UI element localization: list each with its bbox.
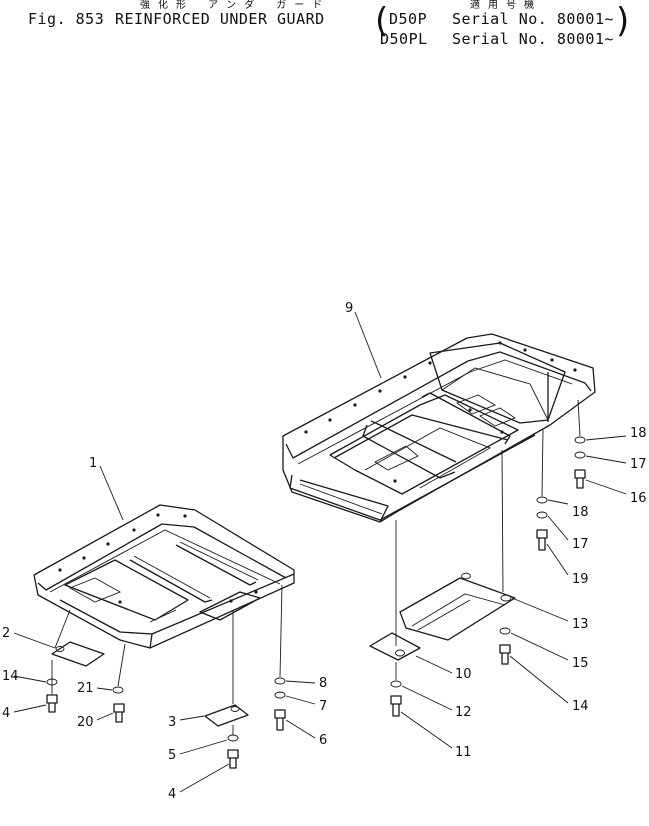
callout-17-top: 17 [630,457,647,472]
japanese-title: 強 化 形 ア ン ダ ガ ー ド [140,0,324,11]
bolt-11 [390,695,402,717]
callout-5-left: 14 [2,669,19,684]
washer-15 [499,627,511,635]
assembly-lines [51,399,581,735]
under-guard-part-9 [282,333,596,523]
figure-number: Fig. 853 [28,10,105,28]
callout-16: 16 [630,491,647,506]
under-guard-part-1 [33,504,295,649]
bolt-6 [274,709,286,731]
bolt-16 [574,469,586,489]
cover-plate-part-10 [369,632,421,661]
washer-17-top [574,451,586,459]
washer-21 [112,686,124,694]
cover-plate-part-13 [399,572,516,641]
callout-20: 20 [77,715,94,730]
callout-leaders [13,311,627,793]
callout-18-top: 18 [630,426,647,441]
fasteners [46,436,586,769]
washer-18-top [574,436,586,444]
serial-range-1: Serial No. 80001~ [452,10,615,28]
washer-5-lower [227,734,239,742]
callout-12: 12 [455,705,472,720]
washer-12 [390,680,402,688]
callout-8: 8 [319,676,327,691]
bolt-14 [499,644,511,665]
washer-8 [274,677,286,685]
callout-5-lower: 5 [168,748,176,763]
cover-plate-part-2 [51,641,105,667]
cover-plate-part-3 [204,704,249,727]
washer-17-mid [536,511,548,519]
serial-paren-open: ( [375,1,389,41]
callout-14: 14 [572,699,589,714]
serial-range-2: Serial No. 80001~ [452,30,615,48]
serial-model-2: D50PL [380,30,428,48]
callout-1: 1 [89,456,97,471]
callout-numbers: 1 2 14 4 21 20 3 5 4 8 7 6 9 10 12 11 13… [2,301,647,802]
callout-13: 13 [572,617,589,632]
callout-6: 6 [319,733,327,748]
serial-model-1: D50P [389,10,428,28]
callout-2: 2 [2,626,10,641]
callout-4-left: 4 [2,706,10,721]
callout-11: 11 [455,745,472,760]
callout-10: 10 [455,667,472,682]
callout-19: 19 [572,572,589,587]
washer-7 [274,691,286,699]
callout-17-mid: 17 [572,537,589,552]
callout-15: 15 [572,656,589,671]
callout-18-mid: 18 [572,505,589,520]
bolt-20 [113,703,125,723]
callout-7: 7 [319,699,327,714]
serial-paren-close: ) [616,1,630,41]
japanese-serial-label: 適 用 号 機 [470,0,536,11]
callout-21: 21 [77,681,94,696]
figure-title: REINFORCED UNDER GUARD [115,10,325,28]
callout-3: 3 [168,715,176,730]
callout-9: 9 [345,301,353,316]
washer-18-mid [536,496,548,504]
bolt-4-lower [227,749,239,769]
callout-4-lower: 4 [168,787,176,802]
bolt-4-left [46,694,58,713]
bolt-19 [536,529,548,551]
